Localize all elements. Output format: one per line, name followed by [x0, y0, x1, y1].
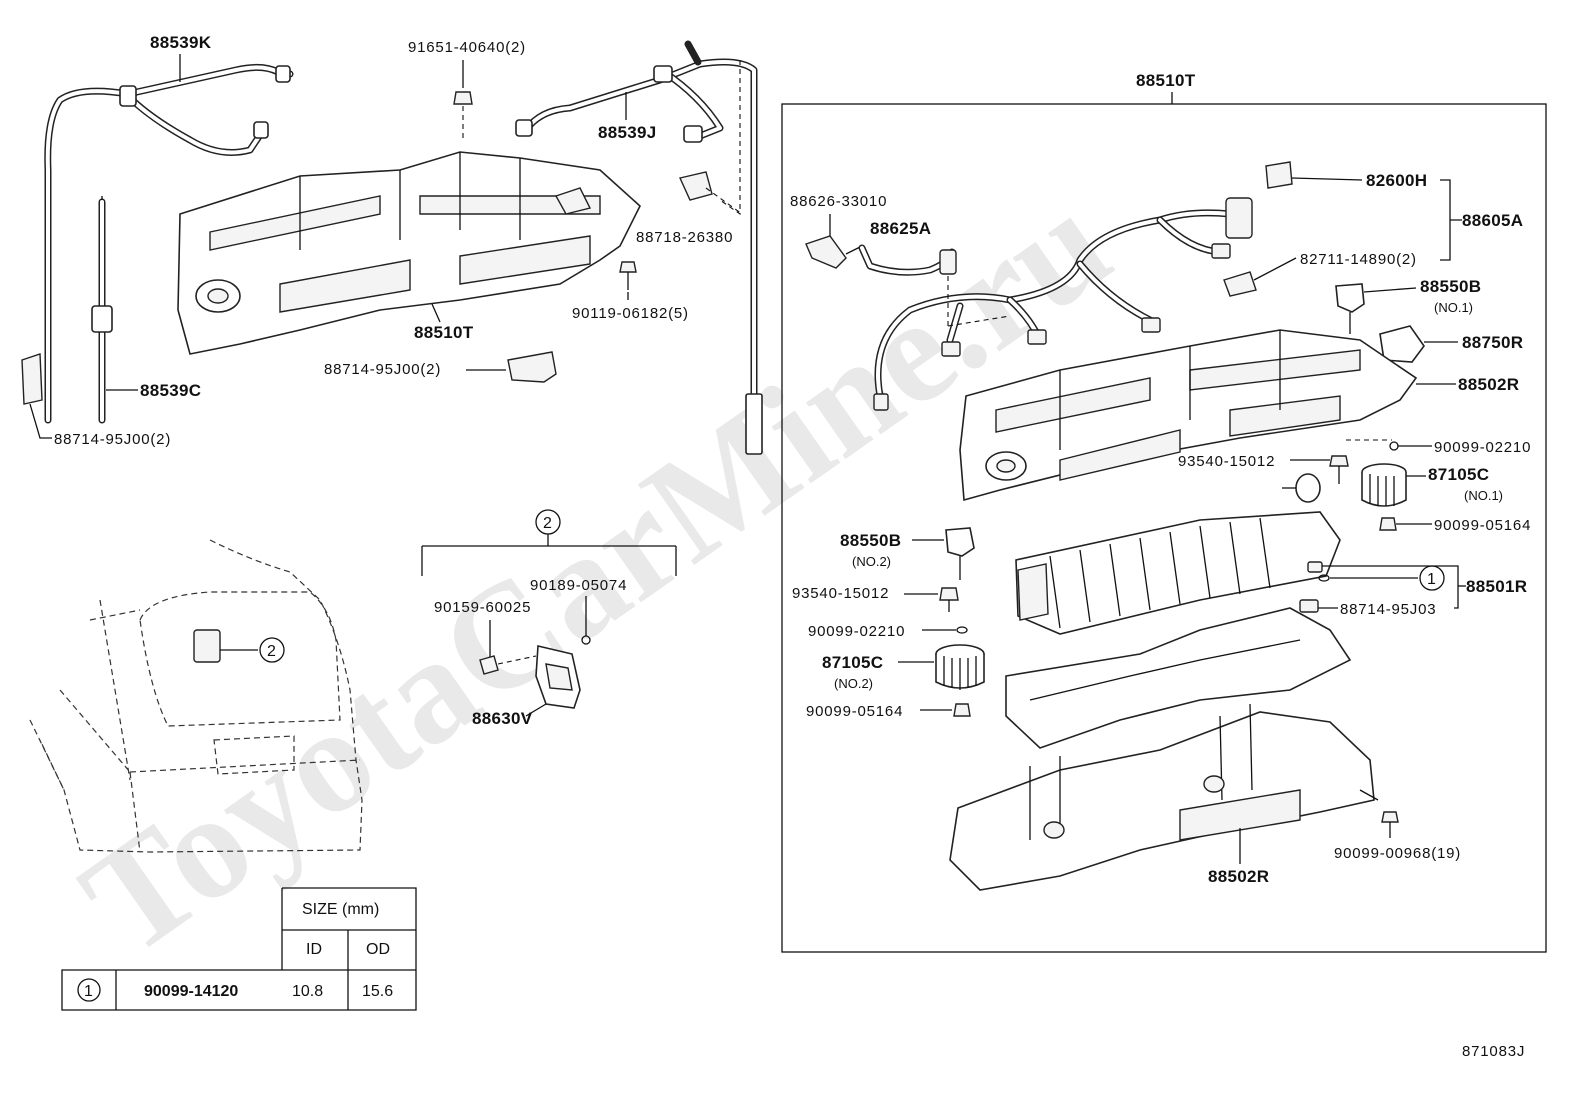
label-90189-05074: 90189-05074: [530, 577, 627, 594]
label-90159-60025: 90159-60025: [434, 599, 531, 616]
screw-93540-r-drawing: [1290, 455, 1349, 484]
blower-87105C-no1-drawing: [1361, 463, 1426, 507]
upper-case-88502R-drawing: [959, 329, 1456, 502]
label-88502R-top: 88502R: [1458, 375, 1519, 394]
label-88501R: 88501R: [1466, 577, 1527, 596]
label-88714-95J03: 88714-95J03: [1340, 601, 1436, 618]
blower-87105C-no2-drawing: [898, 644, 985, 690]
table-row-part: 90099-14120: [144, 983, 238, 1000]
callout-1-frame-text: 1: [1427, 571, 1436, 588]
table-row-id: 10.8: [292, 983, 323, 1000]
label-82600H: 82600H: [1366, 171, 1427, 190]
lower-case-88502R-drawing: [949, 703, 1379, 891]
diagram-code: 871083J: [1462, 1043, 1525, 1060]
motor-88750R-drawing: [1379, 325, 1458, 363]
label-87105C-no1: 87105C: [1428, 465, 1489, 484]
hose-88539K-drawing: [21, 63, 294, 424]
wiring-harness-88605A-drawing: [873, 197, 1253, 411]
label-88605A: 88605A: [1462, 211, 1523, 230]
relay-82600H-drawing: [1265, 161, 1363, 189]
hose-size-table: [61, 887, 417, 1011]
middle-cover-drawing: [1005, 607, 1352, 749]
group-bracket: [421, 534, 677, 576]
sealer-88714-95J03-drawing: [1299, 561, 1459, 613]
callout-2-car: [259, 637, 285, 663]
screw-93540-l-drawing: [904, 587, 959, 612]
label-87105C-no2: 87105C: [822, 653, 883, 672]
label-90099-05164-r: 90099-05164: [1434, 517, 1531, 534]
label-88750R: 88750R: [1462, 333, 1523, 352]
label-88539K: 88539K: [150, 33, 212, 52]
label-91651-40640: 91651-40640(2): [408, 39, 526, 56]
label-88630V: 88630V: [472, 709, 533, 728]
callout-2-car-text: 2: [267, 643, 276, 660]
nut-90099-05164-r-drawing: [1379, 517, 1432, 531]
label-88510T-left: 88510T: [414, 323, 474, 342]
label-no2-a: (NO.2): [852, 554, 891, 569]
label-88510T-box: 88510T: [1136, 71, 1196, 90]
clip-88718-drawing: [679, 171, 743, 215]
nut-90099-05164-l-drawing: [920, 703, 971, 717]
label-88714-95J00-left: 88714-95J00(2): [54, 431, 171, 448]
label-90099-05164-l: 90099-05164: [806, 703, 903, 720]
bracket-88605A: [1440, 179, 1462, 261]
ac-unit-assembly-drawing: [177, 151, 641, 355]
assembly-frame: [781, 103, 1547, 953]
table-row-mark-text: 1: [84, 983, 93, 1000]
label-88550B-no1: 88550B: [1420, 277, 1481, 296]
connector-88626-drawing: [805, 214, 863, 269]
label-88502R-bottom: 88502R: [1208, 867, 1269, 886]
table-row-od: 15.6: [362, 983, 393, 1000]
label-90099-02210-r: 90099-02210: [1434, 439, 1531, 456]
switch-88630V-drawing: [479, 645, 581, 709]
label-88539C: 88539C: [140, 381, 201, 400]
actuator-88550B-no2-drawing: [912, 527, 975, 580]
vehicle-rear-outline: [29, 539, 363, 853]
hose-88539J-drawing: [515, 40, 763, 455]
label-88550B-no2: 88550B: [840, 531, 901, 550]
hose-88539C-drawing: [91, 196, 113, 424]
bolt-91651-drawing: [453, 60, 473, 140]
table-col-id: ID: [306, 941, 322, 958]
label-88539J: 88539J: [598, 123, 657, 142]
label-no1-b: (NO.1): [1464, 488, 1503, 503]
clip-82711-drawing: [1223, 257, 1297, 297]
actuator-88550B-no1-drawing: [1335, 283, 1417, 334]
label-93540-15012-r: 93540-15012: [1178, 453, 1275, 470]
label-90099-00968: 90099-00968(19): [1334, 845, 1461, 862]
sensor-88625A-drawing: [858, 244, 1011, 327]
screw-90099-00968-drawing: [1381, 811, 1399, 838]
label-no1-a: (NO.1): [1434, 300, 1473, 315]
bracket-88714-mid-drawing: [507, 351, 557, 383]
screw-90119-drawing: [619, 261, 637, 300]
label-90099-02210-l: 90099-02210: [808, 623, 905, 640]
label-93540-15012-l: 93540-15012: [792, 585, 889, 602]
evaporator-88501R-drawing: [1015, 473, 1341, 635]
callout-2-group-text: 2: [543, 515, 552, 532]
table-col-od: OD: [366, 941, 390, 958]
label-88714-95J00-mid: 88714-95J00(2): [324, 361, 441, 378]
label-82711-14890: 82711-14890(2): [1300, 251, 1417, 268]
label-88626-33010: 88626-33010: [790, 193, 887, 210]
label-90119-06182: 90119-06182(5): [572, 305, 689, 322]
switch-on-vehicle-drawing: [193, 629, 258, 663]
label-no2-b: (NO.2): [834, 676, 873, 691]
table-size-header: SIZE (mm): [302, 901, 379, 918]
callout-1-frame: [1419, 565, 1445, 591]
table-row-mark: [77, 978, 101, 1002]
label-88625A: 88625A: [870, 219, 931, 238]
label-88718-26380: 88718-26380: [636, 229, 733, 246]
